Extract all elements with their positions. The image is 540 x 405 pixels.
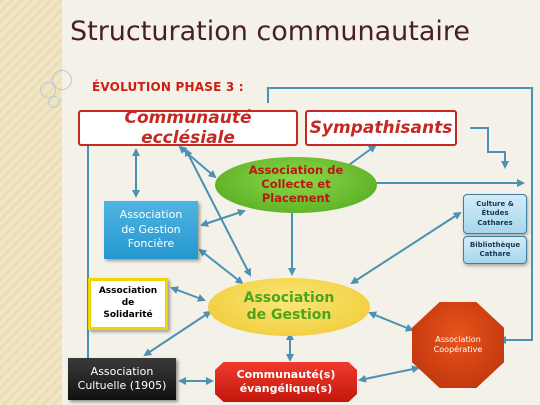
page-title: Structuration communautaire [69, 16, 471, 47]
node-sympathisants-label: Sympathisants [309, 118, 453, 138]
node-association-solidarite: Association de Solidarité [88, 278, 168, 330]
node-sympathisants: Sympathisants [305, 110, 457, 146]
node-collecte-line2: Collecte et [261, 177, 331, 192]
node-culture-line2: Études [481, 209, 509, 218]
node-culture-etudes-cathares: Culture & Études Cathares [463, 194, 527, 234]
node-culture-line3: Cathares [477, 218, 513, 227]
phase-subtitle: ÉVOLUTION PHASE 3 : [92, 80, 244, 94]
node-gestion-fonciere-line3: Foncière [127, 237, 175, 251]
node-bibliotheque-line1: Bibliothèque [469, 240, 521, 249]
node-bibliotheque-cathare: Bibliothèque Cathare [463, 236, 527, 264]
decorative-circle [48, 96, 60, 108]
arrow-solidarite-gestion [170, 286, 206, 302]
node-solidarite-line2: de [121, 298, 135, 309]
node-culture-line1: Culture & [476, 200, 514, 209]
arrow-sympathisants-right [470, 127, 509, 169]
node-cultuelle-line2: Cultuelle (1905) [77, 379, 167, 392]
node-gestion-fonciere-line1: Association [119, 207, 183, 221]
node-communaute-evangelique: Communauté(s) évangélique(s) [215, 362, 357, 402]
arrow-loop-top [267, 87, 533, 344]
arrow-gestion-cooperative [368, 311, 414, 332]
node-gestion-fonciere-line2: de Gestion [121, 222, 181, 236]
node-cooperative-line2: Coopérative [433, 345, 483, 354]
node-communaute-ecclesiale-label: Communauté ecclésiale [124, 108, 252, 148]
node-association-cooperative: Association Coopérative [412, 302, 504, 388]
node-solidarite-line1: Association [98, 286, 158, 297]
arrow-gestion-cultuelle [143, 310, 212, 357]
node-gestion-line1: Association [243, 290, 335, 307]
decorative-left-band [0, 0, 62, 405]
arrow-evangelique-cooperative [358, 365, 420, 383]
arrow-gestionfonciere-gestion [198, 248, 244, 285]
node-solidarite-line3: Solidarité [103, 309, 153, 320]
node-evangelique-line2: évangélique(s) [239, 382, 333, 395]
node-association-cultuelle: Association Cultuelle (1905) [68, 358, 176, 400]
node-communaute-ecclesiale: Communauté ecclésiale [78, 108, 298, 148]
arrow-culture-gestion [350, 211, 462, 285]
node-association-gestion-fonciere: Association de Gestion Foncière [104, 201, 198, 259]
node-gestion-line2: de Gestion [246, 307, 332, 323]
arrow-ecclesiale-gestion [185, 148, 251, 277]
node-association-gestion: Association de Gestion [208, 278, 370, 336]
decorative-circle [40, 82, 56, 98]
node-bibliotheque-line2: Cathare [479, 250, 511, 258]
node-collecte-line3: Placement [261, 190, 331, 205]
node-association-collecte: Association de Collecte et Placement [215, 157, 377, 213]
node-collecte-line1: Association de [248, 163, 344, 178]
node-cooperative-line1: Association [435, 334, 481, 344]
node-cultuelle-line1: Association [90, 364, 154, 378]
node-evangelique-line1: Communauté(s) [236, 367, 336, 381]
decorative-circle [52, 70, 72, 90]
